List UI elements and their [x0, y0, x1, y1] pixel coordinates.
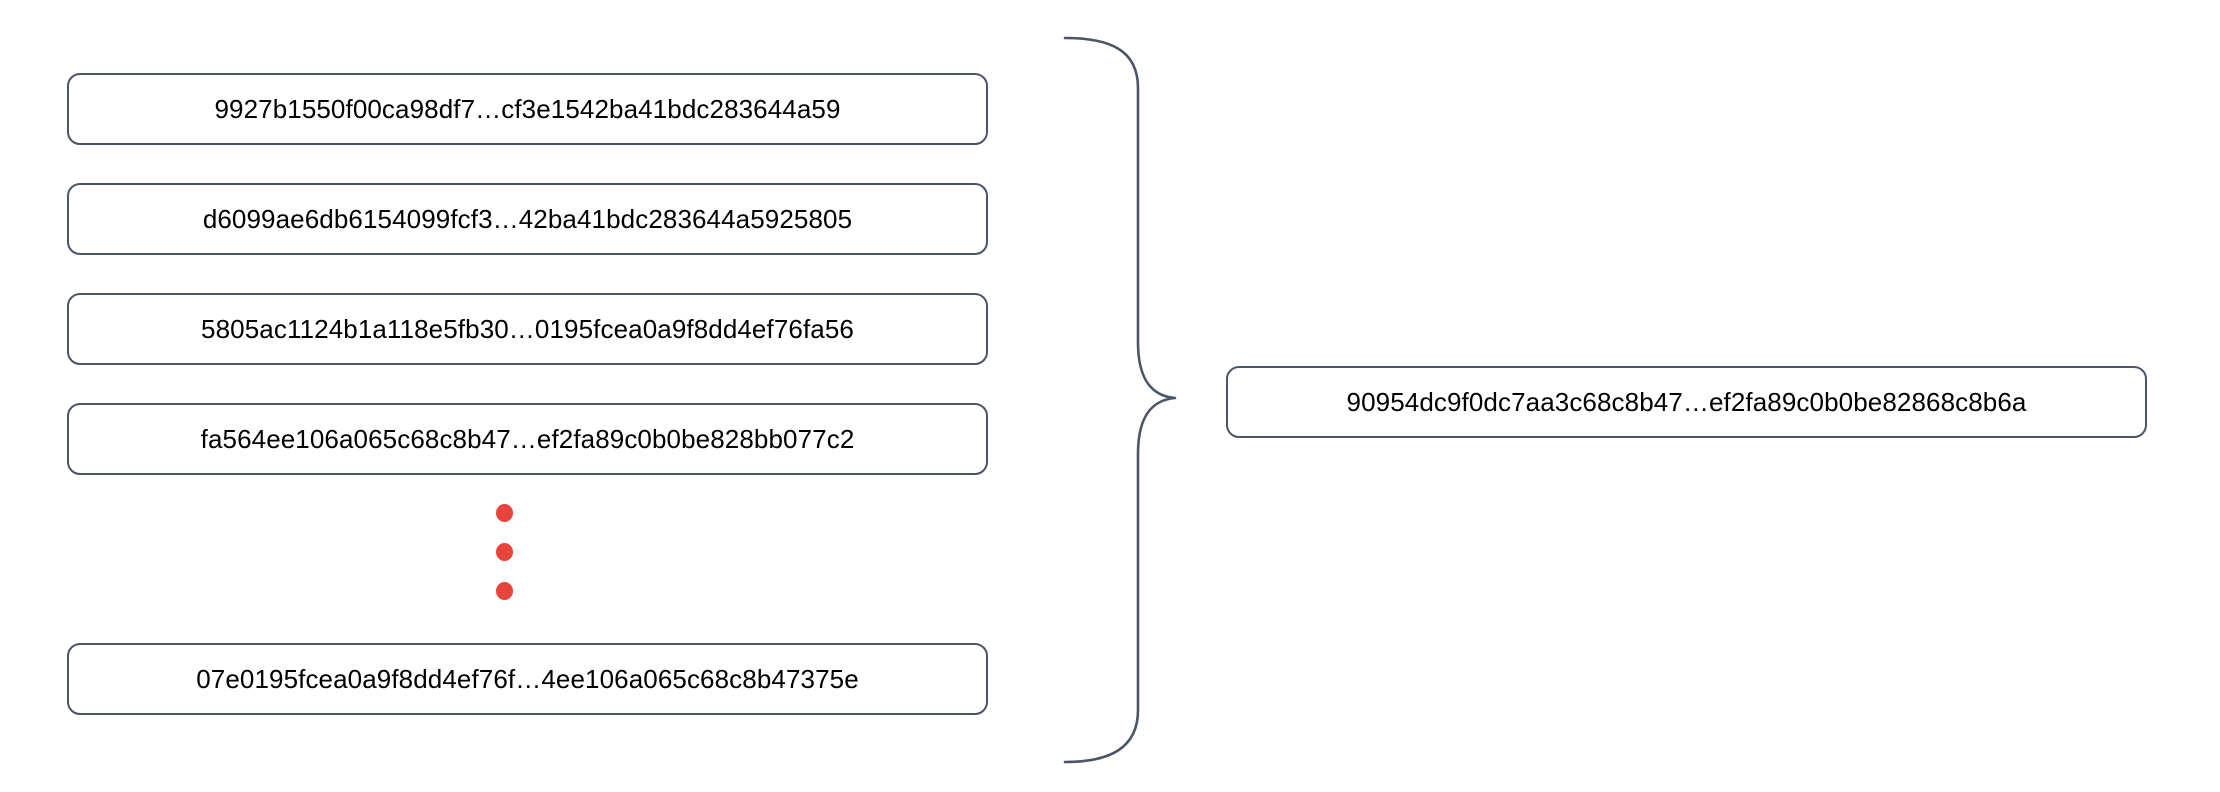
input-hash-label: 9927b1550f00ca98df7…cf3e1542ba41bdc28364…: [214, 94, 841, 124]
curly-brace-icon: [1063, 36, 1177, 764]
ellipsis-dot: [496, 582, 513, 600]
input-hash-box[interactable]: 07e0195fcea0a9f8dd4ef76f…4ee106a065c68c8…: [67, 643, 988, 715]
ellipsis-dot: [496, 504, 513, 522]
input-hash-box[interactable]: fa564ee106a065c68c8b47…ef2fa89c0b0be828b…: [67, 403, 988, 475]
input-hash-box[interactable]: d6099ae6db6154099fcf3…42ba41bdc283644a59…: [67, 183, 988, 255]
output-hash-label: 90954dc9f0dc7aa3c68c8b47…ef2fa89c0b0be82…: [1346, 387, 2027, 417]
input-hash-label: 07e0195fcea0a9f8dd4ef76f…4ee106a065c68c8…: [196, 664, 859, 694]
input-hash-box[interactable]: 5805ac1124b1a118e5fb30…0195fcea0a9f8dd4e…: [67, 293, 988, 365]
vertical-ellipsis-icon: [496, 504, 514, 610]
input-hash-label: 5805ac1124b1a118e5fb30…0195fcea0a9f8dd4e…: [201, 314, 854, 344]
input-hash-label: fa564ee106a065c68c8b47…ef2fa89c0b0be828b…: [200, 424, 855, 454]
output-hash-box[interactable]: 90954dc9f0dc7aa3c68c8b47…ef2fa89c0b0be82…: [1226, 366, 2147, 438]
input-hash-label: d6099ae6db6154099fcf3…42ba41bdc283644a59…: [202, 204, 853, 234]
input-hash-box[interactable]: 9927b1550f00ca98df7…cf3e1542ba41bdc28364…: [67, 73, 988, 145]
ellipsis-dot: [496, 543, 513, 561]
